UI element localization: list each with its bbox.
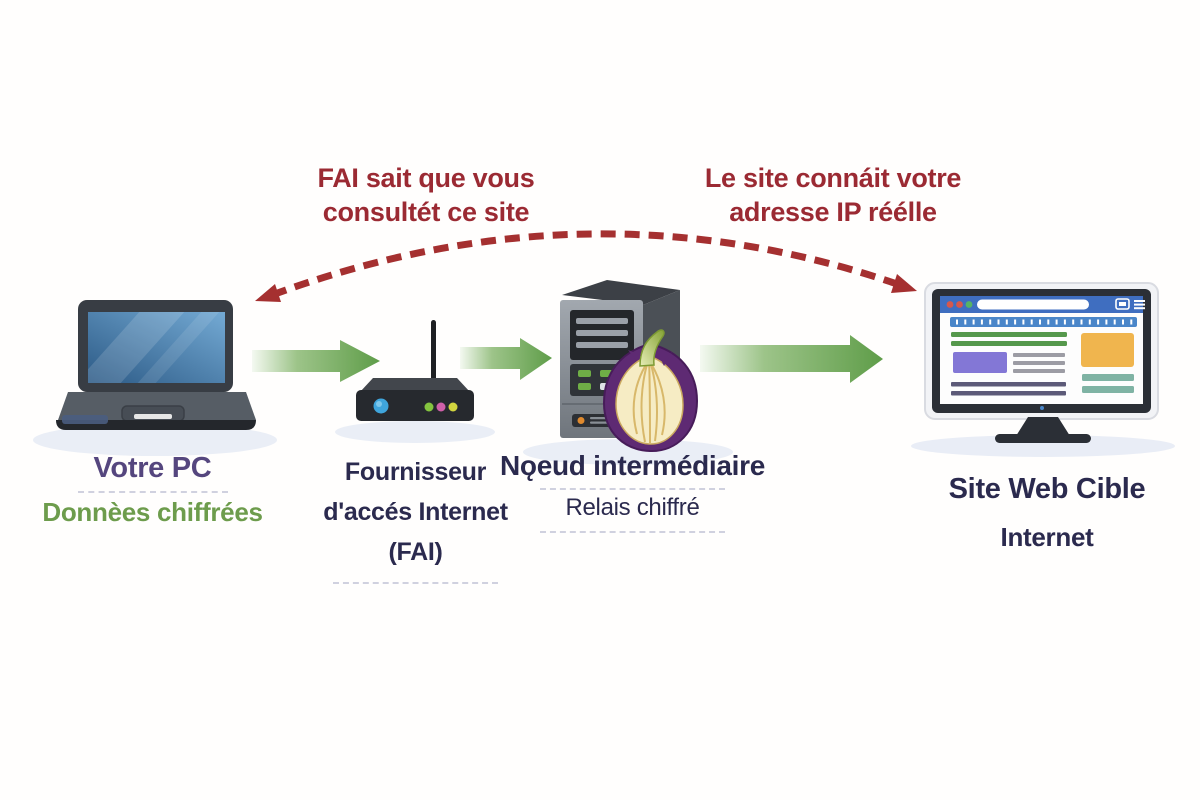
laptop-icon (56, 300, 256, 430)
wifi-router-icon (356, 320, 474, 421)
divider (333, 582, 498, 584)
annotation-isp-observation: FAI sait que vous consultét ce site (256, 161, 596, 229)
isp-line1: Fournisseur (344, 458, 487, 486)
divider (77, 491, 228, 493)
annotation-site-observation: Le site connáit votre adresse IP réélle (663, 161, 1003, 229)
tor-onion-icon (602, 329, 699, 453)
pc-subtitle: Donnèes chiffrées (42, 497, 263, 527)
relay-subtitle: Relais chiffré (565, 494, 700, 521)
pc-title: Votre PC (93, 452, 212, 484)
ground-shadows (33, 421, 1175, 465)
label-pc: Votre PC Donnèes chiffrées (30, 452, 275, 528)
green-arrow-icon (700, 335, 883, 383)
annotation-line: FAI sait que vous (317, 163, 535, 193)
site-title: Site Web Cible (948, 473, 1146, 505)
divider (540, 531, 725, 533)
label-relay: Nǫeud intermédiaire Relais chiffré (495, 450, 770, 537)
divider (540, 488, 725, 490)
site-subtitle: Internet (1000, 522, 1094, 552)
label-isp: Fournisseur d'accés Internet (FAI) (318, 452, 513, 588)
annotation-line: Le site connáit votre (704, 163, 962, 193)
isp-line2: d'accés Internet (323, 498, 508, 526)
label-site: Site Web Cible Internet (917, 473, 1177, 553)
relay-title: Nǫeud intermédiaire (499, 450, 766, 481)
isp-line3: (FAI) (388, 538, 443, 566)
annotation-line: consultét ce site (322, 197, 530, 227)
desktop-monitor-icon (924, 282, 1159, 443)
green-arrow-icon (252, 340, 380, 382)
red-dashed-arc-icon (255, 230, 917, 302)
annotation-line: adresse IP réélle (729, 197, 937, 227)
green-arrow-icon (460, 338, 552, 380)
